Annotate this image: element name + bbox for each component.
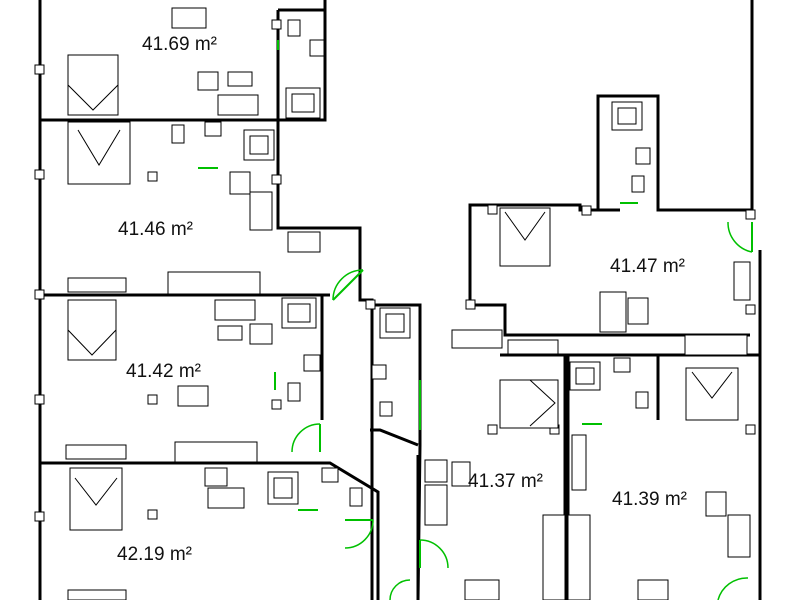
bed-icon (67, 54, 119, 116)
coffee-table-icon (217, 325, 243, 341)
dining-table-icon (733, 261, 751, 301)
kitchen-counter-icon (174, 441, 258, 463)
room-3: 41.42 m² (65, 297, 321, 463)
door-icon (727, 221, 753, 253)
shower-icon (379, 307, 411, 339)
room-5: 41.47 m² (499, 101, 751, 356)
radiator-icon (67, 277, 127, 293)
coffee-table-icon (451, 461, 471, 487)
room-area-label: 41.47 m² (610, 256, 685, 277)
armchair-icon (599, 291, 627, 333)
sofa-icon (249, 191, 273, 231)
radiator-icon (65, 444, 127, 460)
room-2: 41.46 m² (67, 121, 321, 295)
coffee-table-icon (227, 71, 253, 87)
armchair-icon (229, 171, 251, 195)
radiator-icon (67, 589, 127, 600)
dining-table-icon (464, 579, 500, 600)
sink-icon (613, 357, 631, 373)
shower-icon (243, 129, 275, 161)
armchair-icon (424, 459, 448, 483)
radiator-icon (507, 339, 559, 355)
doors (198, 40, 753, 600)
sink-icon (309, 39, 325, 57)
sofa-icon (217, 94, 259, 116)
sofa-icon (424, 484, 448, 526)
sink-icon (321, 467, 339, 483)
room-7: 41.39 m² (567, 357, 751, 600)
room-area-label: 41.69 m² (142, 34, 217, 55)
bed-icon (69, 467, 123, 531)
door-icon (332, 269, 364, 301)
room-1: 41.69 m² (67, 7, 325, 119)
shower-icon (281, 297, 317, 329)
radiator-icon (571, 434, 587, 491)
sofa-icon (207, 487, 245, 509)
shower-icon (611, 101, 643, 131)
sink-icon (303, 354, 321, 372)
room-4: 42.19 m² (67, 467, 363, 600)
sink-icon (204, 121, 222, 137)
toilet-icon (635, 391, 649, 409)
kitchen-counter-icon (567, 514, 591, 600)
toilet-icon (287, 19, 301, 37)
kitchen-counter-icon (542, 514, 566, 600)
bed-icon (499, 207, 551, 267)
dining-table-icon (637, 579, 669, 600)
bed-icon (67, 299, 117, 361)
door-icon (419, 539, 449, 569)
toilet-icon (287, 382, 301, 402)
room-6: 41.37 m² (424, 379, 566, 600)
room-area-label: 41.37 m² (468, 471, 543, 492)
kitchen-counter-icon (684, 334, 748, 356)
bed-icon (499, 379, 559, 429)
shower-icon (285, 87, 321, 119)
corridor (371, 307, 503, 417)
shower-icon (267, 471, 299, 505)
door-icon (389, 579, 411, 600)
room-area-label: 42.19 m² (117, 544, 192, 565)
kitchen-counter-icon (167, 271, 261, 295)
toilet-icon (349, 487, 363, 507)
sofa-icon (214, 299, 256, 321)
armchair-icon (249, 323, 273, 345)
door-icon (291, 423, 321, 453)
bed-icon (685, 367, 739, 421)
dining-table-icon (171, 7, 207, 29)
toilet-icon (379, 401, 393, 417)
walls (38, 0, 762, 600)
coffee-table-icon (627, 297, 649, 325)
room-area-label: 41.39 m² (612, 489, 687, 510)
door-icon (717, 577, 749, 600)
room-area-label: 41.42 m² (126, 361, 201, 382)
armchair-icon (197, 71, 219, 91)
armchair-icon (705, 491, 727, 517)
radiator-icon (451, 329, 503, 349)
columns (34, 19, 756, 522)
door-icon (344, 519, 374, 549)
sink-icon (371, 364, 387, 380)
dining-table-icon (177, 385, 209, 407)
armchair-icon (204, 467, 228, 487)
toilet-icon (171, 124, 185, 144)
sofa-icon (727, 514, 751, 558)
shower-icon (569, 361, 601, 391)
dining-table-icon (287, 231, 321, 253)
room-area-label: 41.46 m² (118, 219, 193, 240)
sink-icon (635, 147, 651, 165)
bed-icon (67, 121, 131, 185)
toilet-icon (631, 175, 645, 193)
